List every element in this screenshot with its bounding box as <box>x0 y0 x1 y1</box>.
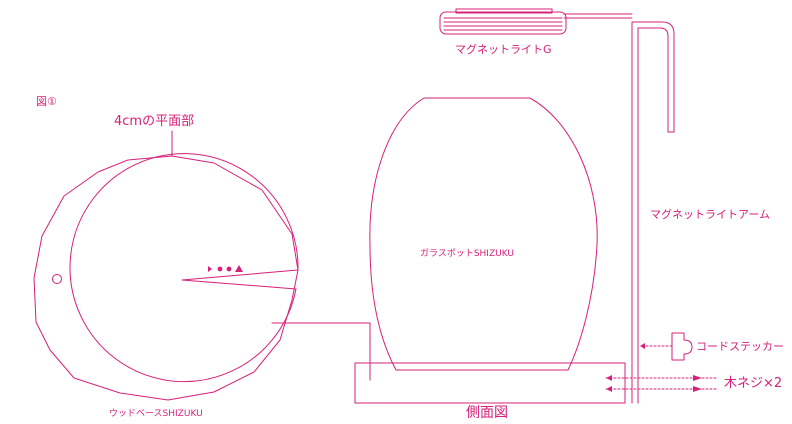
base-screw-hole <box>52 274 62 284</box>
figure-number: 図① <box>36 95 57 108</box>
wood-base-outline <box>33 155 299 401</box>
screw-head-icon <box>693 386 702 392</box>
led-arrow-icon <box>208 266 212 272</box>
screw-arrow-icon <box>606 386 612 392</box>
led-indicators <box>208 265 243 272</box>
cord-sticker-label: コードステッカー <box>696 340 784 353</box>
base-inner-ring <box>69 153 299 383</box>
view-connector-line <box>271 322 371 381</box>
glass-pot-label: ガラスポットSHIZUKU <box>420 249 514 259</box>
side-view-label: 側面図 <box>466 405 508 421</box>
base-notch <box>181 269 299 290</box>
screw-head-icon <box>693 375 702 381</box>
cord-arrow-icon <box>640 343 645 349</box>
led-triangle-icon <box>235 265 243 272</box>
cord-sticker <box>639 332 693 361</box>
magnet-light-g <box>439 8 633 35</box>
magnet-arm-inner <box>637 27 669 404</box>
wood-screws <box>605 375 717 392</box>
flat-area-label: 4cmの平面部 <box>114 114 195 129</box>
led-dot-icon <box>226 266 232 272</box>
wood-base-label: ウッドベースSHIZUKU <box>109 409 203 419</box>
wood-screw-label: 木ネジ×2 <box>724 376 783 391</box>
magnet-arm-outer <box>631 21 675 404</box>
screw-arrow-icon <box>606 375 612 381</box>
magnet-arm-label: マグネットライトアーム <box>650 208 771 221</box>
magnet-light-label: マグネットライトG <box>455 43 552 56</box>
led-dot-icon <box>217 266 223 272</box>
wood-base-side <box>354 362 626 404</box>
glass-pot-outline <box>369 97 598 371</box>
